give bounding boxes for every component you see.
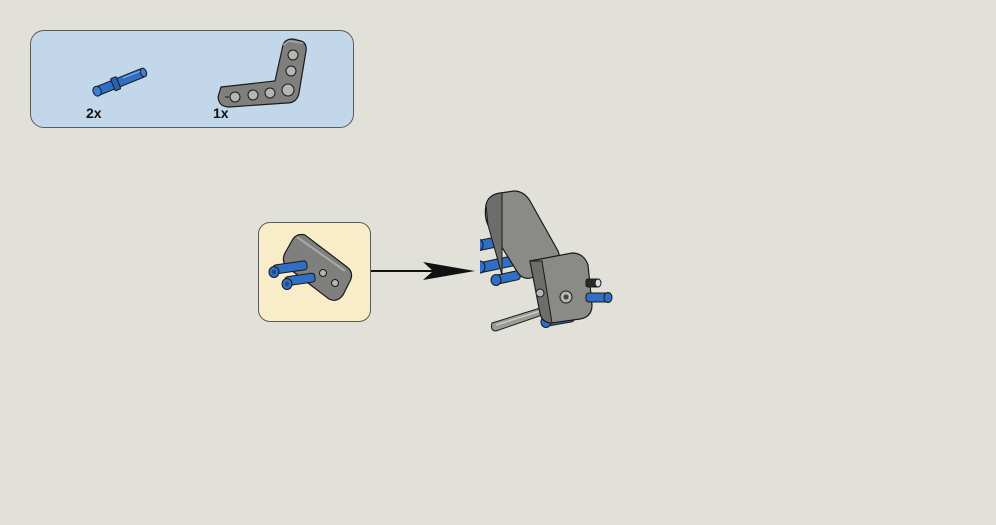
- main-assembly-illustration: [472, 185, 620, 345]
- subassembly-liftarm-with-pins-icon: [268, 233, 353, 301]
- subassembly-callout: [258, 222, 371, 322]
- part-quantity: 1x: [213, 105, 229, 121]
- assembly-arrow: [371, 260, 475, 287]
- blue-axle-pin-icon: [86, 65, 156, 97]
- gray-bent-liftarm-icon: [213, 35, 313, 109]
- parts-list-panel: 2x 1x: [30, 30, 354, 128]
- part-quantity: 2x: [86, 105, 102, 121]
